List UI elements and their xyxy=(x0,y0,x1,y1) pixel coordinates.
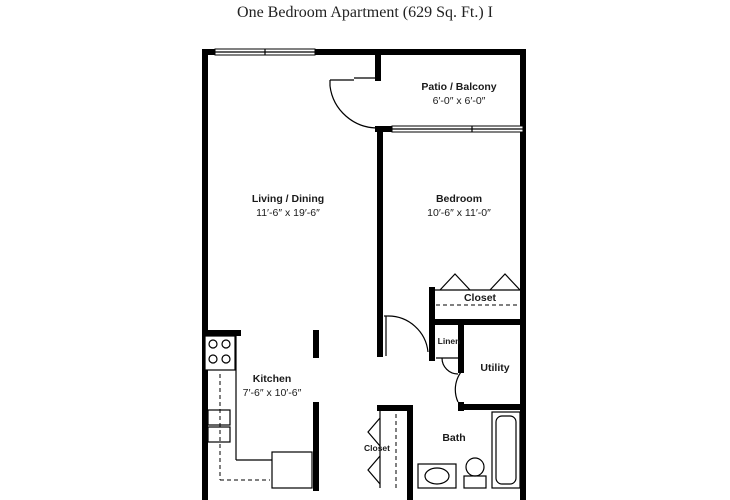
utility-name: Utility xyxy=(480,362,509,374)
closet-hall-name: Closet xyxy=(364,443,390,453)
plan-title: One Bedroom Apartment (629 Sq. Ft.) I xyxy=(237,4,493,21)
bath-fixtures xyxy=(417,411,521,489)
bedroom-name: Bedroom xyxy=(436,193,482,205)
bedroom-wall xyxy=(377,131,429,357)
bedroom-dims: 10′-6″ x 11′-0″ xyxy=(427,207,491,219)
patio-dims: 6′-0″ x 6′-0″ xyxy=(433,95,486,107)
closet-bedroom-name: Closet xyxy=(464,292,497,304)
kitchen-walls xyxy=(202,330,319,491)
patio-name: Patio / Balcony xyxy=(421,81,496,93)
exterior-walls xyxy=(202,49,526,500)
bath-name: Bath xyxy=(442,432,465,444)
linen-name: Linen xyxy=(438,336,461,346)
living-dims: 11′-6″ x 19′-6″ xyxy=(256,207,320,219)
linen-utility xyxy=(429,319,526,411)
kitchen-name: Kitchen xyxy=(253,373,292,385)
hall-closet xyxy=(367,405,413,500)
patio-door xyxy=(329,77,379,129)
room-labels: Patio / Balcony 6′-0″ x 6′-0″ Living / D… xyxy=(243,81,510,453)
kitchen-dims: 7′-6″ x 10′-6″ xyxy=(243,387,302,399)
patio-slider xyxy=(375,125,524,133)
living-name: Living / Dining xyxy=(252,193,324,205)
bedroom-closet xyxy=(429,273,526,325)
living-window xyxy=(214,48,316,56)
